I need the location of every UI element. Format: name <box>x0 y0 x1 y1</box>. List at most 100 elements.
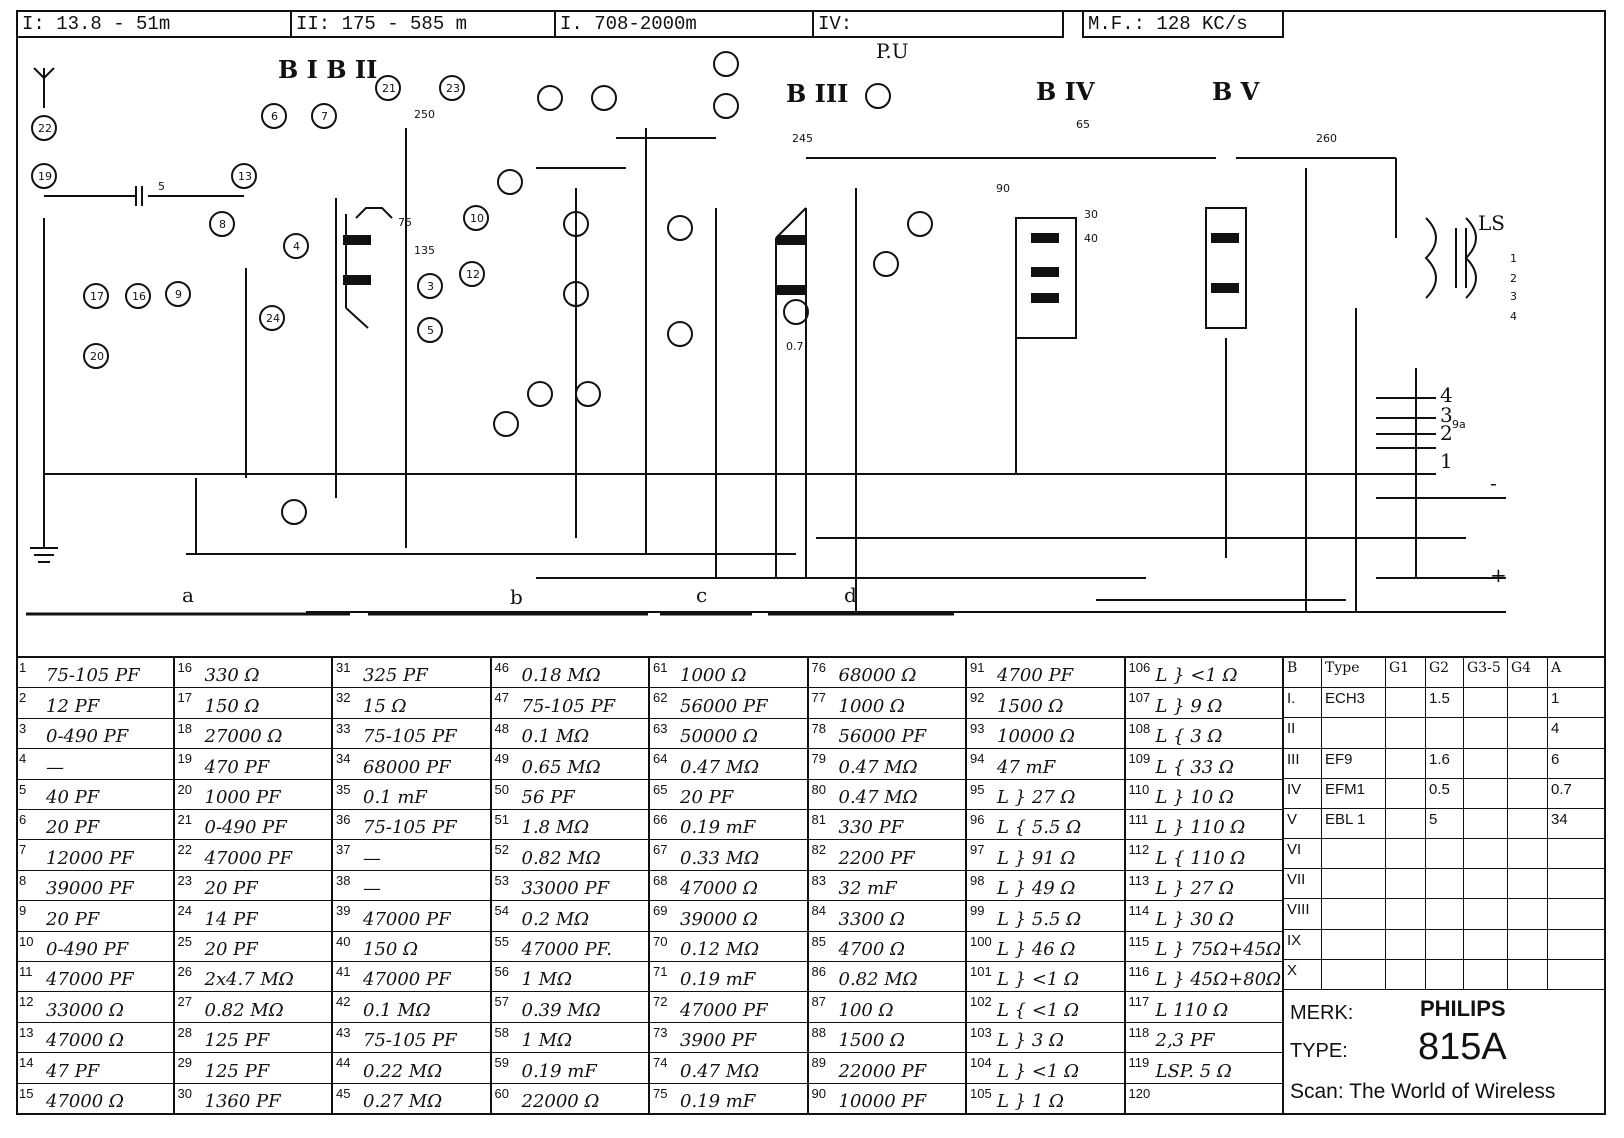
part-value: 1 MΩ <box>521 969 573 991</box>
part-number: 14 <box>19 1055 34 1071</box>
part-number: 79 <box>811 751 826 767</box>
circle-label-5: 5 <box>427 324 434 337</box>
part-value: L } 49 Ω <box>997 878 1076 900</box>
label-40: 40 <box>1084 232 1098 245</box>
circle-label-23: 23 <box>446 82 460 95</box>
tube-cell <box>1548 929 1606 959</box>
part-number: 53 <box>494 872 509 888</box>
part-number: 89 <box>811 1055 826 1071</box>
part-number: 69 <box>653 903 668 919</box>
section-label-a: a <box>182 583 194 607</box>
part-value: 2200 PF <box>838 847 915 869</box>
tube-cell <box>1464 748 1508 778</box>
part-number: 103 <box>970 1024 992 1040</box>
part-number: 80 <box>811 781 826 797</box>
part-number: 90 <box>811 1085 826 1101</box>
part-value: 4700 PF <box>997 665 1074 687</box>
terminal-2: 2 <box>1510 272 1517 285</box>
part-number: 7 <box>19 842 27 858</box>
tube-cell <box>1548 839 1606 869</box>
label-245: 245 <box>792 132 813 145</box>
part-number: 43 <box>336 1024 351 1040</box>
part-number: 8 <box>19 872 27 888</box>
part-row: 37— <box>333 840 490 871</box>
tube-cell <box>1426 839 1464 869</box>
part-value: L { 3 Ω <box>1155 726 1223 748</box>
tube-cell: 1.6 <box>1426 748 1464 778</box>
part-number: 114 <box>1128 903 1150 919</box>
band-3-label: I. 708-2000m <box>556 10 814 38</box>
part-number: 30 <box>177 1085 192 1101</box>
wiring <box>30 67 1506 613</box>
part-value: 47 PF <box>46 1060 100 1082</box>
part-value: L } 1 Ω <box>997 1090 1064 1112</box>
part-value: 150 Ω <box>363 938 419 960</box>
part-value: 0.22 MΩ <box>363 1060 443 1082</box>
merk-label: MERK: <box>1290 1002 1354 1024</box>
tube-cell <box>1548 869 1606 899</box>
part-value: L { 33 Ω <box>1155 756 1234 778</box>
tube-cell: V <box>1284 808 1322 839</box>
tube-table-row: IX <box>1284 929 1606 960</box>
part-value: 56000 PF <box>838 726 927 748</box>
part-number: 29 <box>177 1055 192 1071</box>
part-number: 49 <box>494 751 509 767</box>
output-terminal-9a: 9a <box>1452 418 1466 431</box>
part-number: 2 <box>19 690 27 706</box>
tube-cell <box>1386 929 1426 959</box>
component-labels: 5 250 245 65 260 90 30 40 75 135 0.7 <box>158 108 1337 353</box>
part-number: 41 <box>336 963 351 979</box>
tube-cell <box>1386 778 1426 808</box>
part-number: 31 <box>336 660 351 675</box>
part-number: 98 <box>970 872 985 888</box>
part-value: 1000 Ω <box>838 695 905 717</box>
circle-label-10: 10 <box>470 212 484 225</box>
tube-cell: VIII <box>1284 899 1322 929</box>
part-number: 109 <box>1128 751 1151 767</box>
part-value: L } 110 Ω <box>1155 817 1246 839</box>
part-number: 27 <box>177 994 192 1010</box>
part-value: LSP. 5 Ω <box>1155 1060 1232 1082</box>
part-row: 120 <box>1125 1084 1282 1114</box>
part-value: 0.1 mF <box>363 786 427 808</box>
part-number: 44 <box>336 1055 351 1071</box>
label-c5: 5 <box>158 180 165 193</box>
part-value: 47000 PF <box>363 908 451 930</box>
tube-cell: I. <box>1284 688 1322 718</box>
tube-cell <box>1426 899 1464 929</box>
tube-cell <box>1426 959 1464 989</box>
part-row: 44 0.22 MΩ <box>333 1053 490 1084</box>
part-value: 56000 PF <box>680 695 768 717</box>
part-value: 0.19 mF <box>680 817 756 839</box>
section-label-b: b <box>510 585 523 609</box>
part-number: 52 <box>494 842 509 858</box>
part-number: 70 <box>653 933 668 949</box>
